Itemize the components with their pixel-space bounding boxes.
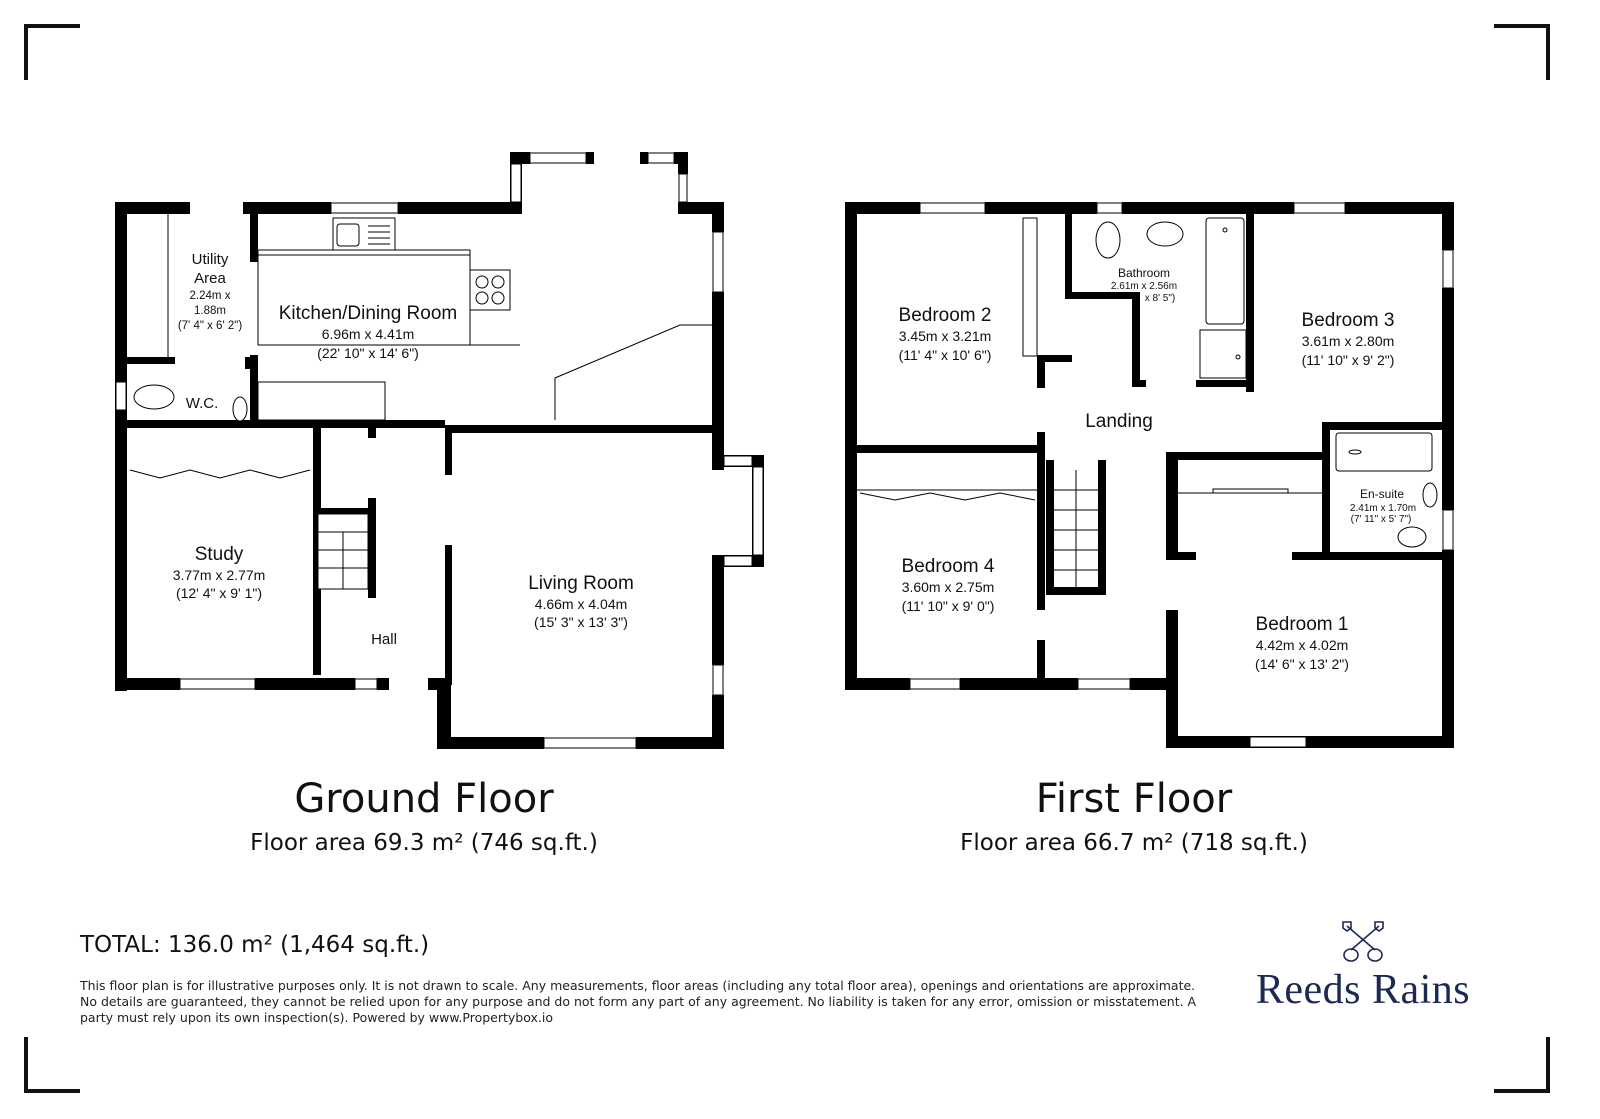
svg-text:Bedroom 2: Bedroom 2 [899,305,992,326]
ground-floor-fixtures [115,152,764,749]
brand-name: Reeds Rains [1255,967,1471,1013]
svg-text:3.60m x 2.75m: 3.60m x 2.75m [902,579,995,595]
ground-floor-labels: Kitchen/Dining Room 6.96m x 4.41m (22' 1… [173,251,634,648]
ground-floor-plan [115,152,764,749]
svg-text:(7' 4" x 6' 2"): (7' 4" x 6' 2") [178,320,242,332]
svg-text:2.61m x 2.56m: 2.61m x 2.56m [1111,281,1177,292]
first-floor-labels: Bedroom 2 3.45m x 3.21m (11' 4" x 10' 6"… [899,266,1417,672]
first-floor-plan [845,202,1454,748]
crop-mark-top-left [24,24,80,80]
svg-text:x 8' 5"): x 8' 5") [1145,293,1175,304]
svg-text:(12' 4" x 9' 1"): (12' 4" x 9' 1") [176,585,262,601]
svg-text:Hall: Hall [371,631,397,648]
svg-text:Bathroom: Bathroom [1118,266,1170,280]
svg-text:Bedroom 1: Bedroom 1 [1256,614,1349,635]
ground-floor-area: Floor area 69.3 m² (746 sq.ft.) [250,830,598,856]
svg-text:W.C.: W.C. [186,395,219,412]
svg-text:(14' 6" x 13' 2"): (14' 6" x 13' 2") [1255,656,1349,672]
svg-text:Kitchen/Dining Room: Kitchen/Dining Room [279,303,457,324]
svg-text:Study: Study [195,544,244,565]
svg-text:1.88m: 1.88m [194,305,226,317]
svg-text:3.77m x 2.77m: 3.77m x 2.77m [173,567,266,583]
svg-text:(11' 4" x 10' 6"): (11' 4" x 10' 6") [899,347,992,363]
disclaimer-text: This floor plan is for illustrative purp… [80,978,1197,1025]
crop-mark-top-right [1494,24,1550,80]
svg-text:En-suite: En-suite [1360,487,1404,501]
svg-text:Area: Area [194,270,226,287]
svg-text:4.66m x 4.04m: 4.66m x 4.04m [535,596,628,612]
svg-text:4.42m x 4.02m: 4.42m x 4.02m [1256,637,1349,653]
svg-text:(11' 10" x 9' 0"): (11' 10" x 9' 0") [902,598,995,614]
svg-text:3.45m x 3.21m: 3.45m x 3.21m [899,328,992,344]
crop-mark-bottom-left [24,1037,80,1093]
svg-text:6.96m x 4.41m: 6.96m x 4.41m [322,326,415,342]
svg-text:(22' 10" x 14' 6"): (22' 10" x 14' 6") [317,345,419,361]
svg-text:Living Room: Living Room [528,573,634,594]
first-floor-fixtures [857,202,1454,748]
crop-mark-bottom-right [1494,1037,1550,1093]
svg-text:3.61m x 2.80m: 3.61m x 2.80m [1302,333,1395,349]
svg-text:(11' 10" x 9' 2"): (11' 10" x 9' 2") [1302,352,1395,368]
brand-logo: Reeds Rains [1238,918,1488,1012]
svg-text:Bedroom 4: Bedroom 4 [902,556,995,577]
ground-floor-title: Ground Floor [294,776,554,822]
crossed-keys-icon [1342,921,1384,962]
svg-text:Utility: Utility [192,251,229,268]
svg-text:(15' 3" x 13' 3"): (15' 3" x 13' 3") [534,614,628,630]
total-area: TOTAL: 136.0 m² (1,464 sq.ft.) [80,932,430,958]
svg-text:Bedroom 3: Bedroom 3 [1302,310,1395,331]
first-floor-title: First Floor [1035,776,1233,822]
svg-text:Landing: Landing [1085,411,1153,432]
svg-text:2.24m x: 2.24m x [190,290,231,302]
svg-text:2.41m x 1.70m: 2.41m x 1.70m [1350,503,1416,514]
svg-text:(7' 11" x 5' 7"): (7' 11" x 5' 7") [1351,514,1412,525]
first-floor-area: Floor area 66.7 m² (718 sq.ft.) [960,830,1308,856]
